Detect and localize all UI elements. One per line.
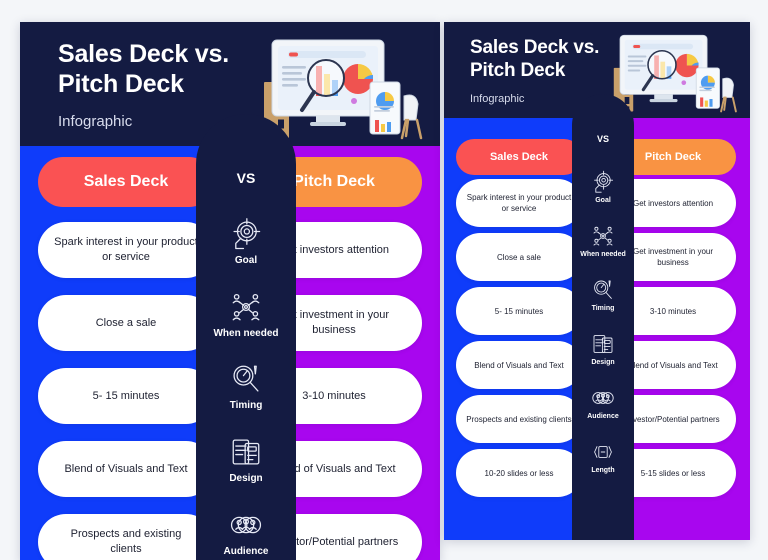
criterion-label: Audience — [223, 545, 269, 557]
table-row[interactable]: Blend of Visuals and Text Blend of Visua… — [444, 338, 750, 392]
hero-text-block: Sales Deck vs. Pitch Deck Infographic — [58, 39, 229, 130]
sales-cell-timing: 5- 15 minutes — [38, 368, 214, 424]
pitch-deck-header-label: Pitch Deck — [293, 173, 375, 190]
sales-cell-timing: 5- 15 minutes — [456, 287, 582, 335]
length-bracket-icon — [591, 440, 615, 464]
criterion-goal: Goal — [196, 212, 296, 272]
sales-deck-header-pill[interactable]: Sales Deck — [38, 157, 214, 207]
criterion-label: Design — [591, 359, 615, 366]
infographic-preview-large[interactable]: Sales Deck vs. Pitch Deck Infographic — [20, 22, 440, 560]
pitch-deck-header-label: Pitch Deck — [644, 151, 702, 163]
criterion-audience: Audience — [196, 502, 296, 560]
criterion-label: Goal — [595, 197, 611, 204]
criterion-label: Design — [229, 473, 263, 485]
target-goal-icon — [591, 170, 615, 194]
people-group-icon — [229, 508, 263, 542]
sales-cell-length: 10-20 slides or less — [456, 449, 582, 497]
sales-cell-design: Blend of Visuals and Text — [456, 341, 582, 389]
vs-label: VS — [596, 134, 609, 144]
hero-title-line1: Sales Deck vs. — [470, 36, 600, 58]
comparison-rows: Sales Deck Pitch Deck Spark interest in … — [20, 114, 440, 560]
layout-document-icon — [591, 332, 615, 356]
people-network-icon — [229, 290, 263, 324]
criterion-when-needed: When needed — [572, 214, 634, 268]
hero-title-line2: Pitch Deck — [58, 69, 184, 98]
sales-cell-audience: Prospects and existing clients — [38, 514, 214, 560]
criterion-design: Design — [196, 430, 296, 490]
sales-deck-header-label: Sales Deck — [489, 151, 549, 163]
criterion-label: Length — [591, 467, 615, 474]
sales-deck-header-label: Sales Deck — [83, 173, 169, 190]
vs-center-column: VS Goal When needed — [572, 94, 634, 540]
criterion-timing: Timing — [572, 268, 634, 322]
target-goal-icon — [229, 217, 263, 251]
criterion-label: When needed — [580, 251, 626, 258]
people-network-icon — [591, 224, 615, 248]
criterion-label: When needed — [213, 327, 279, 339]
criterion-audience: Audience — [572, 376, 634, 430]
criterion-timing: Timing — [196, 357, 296, 417]
criterion-label: Timing — [229, 400, 263, 412]
sales-cell-when-needed: Close a sale — [456, 233, 582, 281]
comparison-body: Sales Deck Pitch Deck Spark interest in … — [20, 114, 440, 560]
clock-magnifier-icon — [591, 278, 615, 302]
desktop-monitor-charts-illustration — [606, 24, 746, 118]
hero-title-line2: Pitch Deck — [470, 59, 566, 81]
hero-text-block: Sales Deck vs. Pitch Deck Infographic — [470, 36, 599, 105]
desktop-monitor-charts-illustration — [254, 26, 434, 146]
sales-deck-header-pill[interactable]: Sales Deck — [456, 139, 582, 175]
criterion-length: Length — [572, 430, 634, 484]
comparison-body: Sales Deck Pitch Deck Spark interest in … — [444, 94, 750, 540]
layout-document-icon — [229, 435, 263, 469]
sales-cell-audience: Prospects and existing clients — [456, 395, 582, 443]
comparison-rows: Sales Deck Pitch Deck Spark interest in … — [444, 94, 750, 540]
vs-label: VS — [236, 170, 256, 186]
sales-cell-goal: Spark interest in your product or servic… — [38, 222, 214, 278]
criterion-when-needed: When needed — [196, 285, 296, 345]
criterion-design: Design — [572, 322, 634, 376]
sales-cell-when-needed: Close a sale — [38, 295, 214, 351]
criterion-label: Audience — [587, 413, 619, 420]
hero-banner: Sales Deck vs. Pitch Deck Infographic — [444, 22, 750, 118]
hero-subtitle: Infographic — [58, 112, 133, 130]
hero-banner: Sales Deck vs. Pitch Deck Infographic — [20, 22, 440, 146]
vs-center-column: VS Goal When needed — [196, 114, 296, 560]
sales-cell-goal: Spark interest in your product or servic… — [456, 179, 582, 227]
infographic-preview-small[interactable]: Sales Deck vs. Pitch Deck Infographic — [444, 22, 750, 540]
criterion-goal: Goal — [572, 160, 634, 214]
sales-cell-design: Blend of Visuals and Text — [38, 441, 214, 497]
criterion-label: Goal — [234, 255, 258, 267]
people-group-icon — [591, 386, 615, 410]
criterion-label: Timing — [591, 305, 615, 312]
hero-title-line1: Sales Deck vs. — [58, 39, 229, 68]
clock-magnifier-icon — [229, 362, 263, 396]
hero-subtitle: Infographic — [470, 92, 525, 105]
